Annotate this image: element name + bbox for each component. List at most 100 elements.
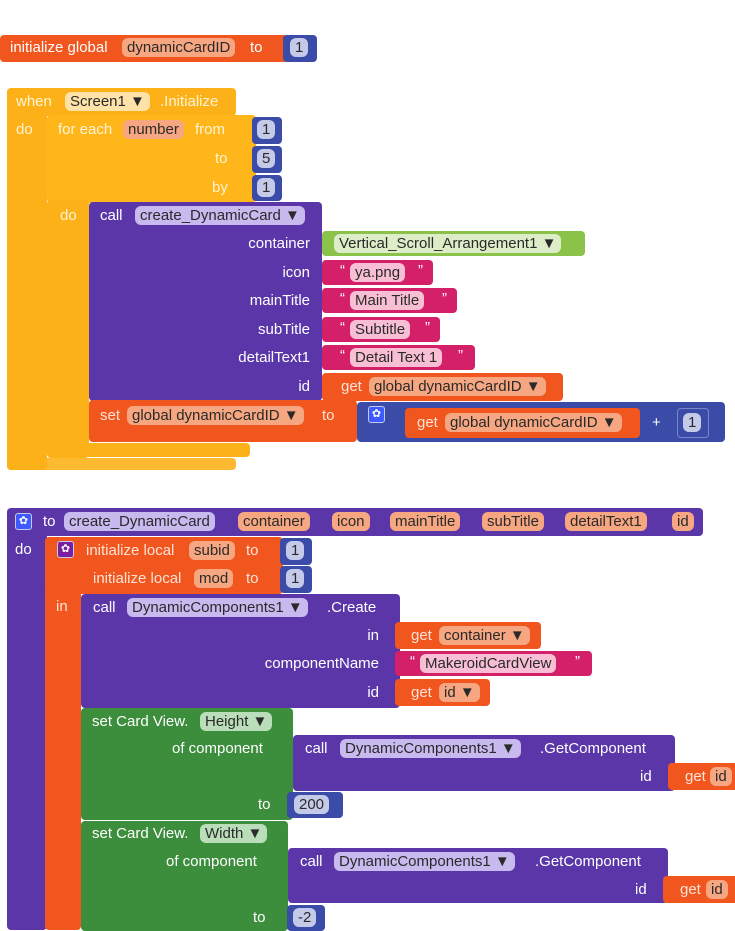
arg-label-maintitle: mainTitle [249, 292, 310, 309]
to-label: to [322, 407, 335, 424]
initialize-local-block[interactable] [45, 537, 283, 594]
to-label: to [43, 513, 56, 530]
variable-dropdown[interactable]: global dynamicCardID ▼ [369, 377, 546, 396]
quote-open: “ [340, 347, 345, 364]
init-local-label: initialize local [93, 570, 182, 587]
param-detailtext1[interactable]: detailText1 [565, 512, 647, 531]
for-each-footer [47, 443, 250, 457]
variable-dropdown[interactable]: id [710, 767, 732, 786]
number-field[interactable]: -2 [293, 908, 317, 927]
component-dropdown[interactable]: DynamicComponents1 ▼ [334, 852, 515, 871]
text-value[interactable]: ya.png [350, 263, 406, 282]
screen-dropdown[interactable]: Screen1 ▼ [65, 92, 150, 111]
quote-close: ” [458, 347, 463, 364]
procedure-name-field[interactable]: create_DynamicCard [64, 512, 215, 531]
param-icon[interactable]: icon [332, 512, 370, 531]
text-value[interactable]: MakeroidCardView [420, 654, 557, 673]
set-label: set Card View. [92, 713, 189, 730]
to-label: to [246, 542, 259, 559]
quote-open: “ [340, 290, 345, 307]
plus-operator: + [652, 414, 661, 431]
arg-label-componentname: componentName [264, 655, 379, 672]
method-label: .GetComponent [540, 740, 646, 757]
quote-close: ” [425, 319, 430, 336]
get-label: get [411, 684, 432, 701]
of-component-label: of component [166, 853, 257, 870]
number-field[interactable]: 200 [294, 795, 330, 814]
text-value[interactable]: Main Title [350, 291, 425, 310]
component-dropdown[interactable]: DynamicComponents1 ▼ [127, 598, 308, 617]
variable-dropdown[interactable]: id ▼ [439, 683, 480, 702]
to-label: to [253, 909, 266, 926]
by-number[interactable]: 1 [257, 178, 276, 197]
in-label: in [56, 598, 68, 615]
get-label: get [417, 414, 438, 431]
variable-dropdown[interactable]: global dynamicCardID ▼ [445, 413, 622, 432]
arg-label-subtitle: subTitle [258, 321, 310, 338]
arg-label-id: id [367, 684, 379, 701]
do-label: do [16, 121, 33, 138]
quote-open: “ [410, 653, 415, 670]
from-number[interactable]: 1 [257, 120, 276, 139]
method-label: .GetComponent [535, 853, 641, 870]
by-label: by [212, 179, 228, 196]
call-label: call [100, 207, 123, 224]
event-label: .Initialize [160, 93, 219, 110]
to-label: to [250, 39, 263, 56]
quote-close: ” [418, 262, 423, 279]
when-block-footer [7, 458, 236, 470]
number-field[interactable]: 1 [290, 38, 309, 57]
property-dropdown[interactable]: Height ▼ [200, 712, 273, 731]
do-label: do [15, 541, 32, 558]
call-create-dynamic-card-block[interactable] [89, 202, 322, 401]
procedure-dropdown[interactable]: create_DynamicCard ▼ [135, 206, 305, 225]
to-number[interactable]: 5 [257, 149, 276, 168]
init-local-label: initialize local [86, 542, 175, 559]
arg-label-id: id [635, 881, 647, 898]
of-component-label: of component [172, 740, 263, 757]
number-field[interactable]: 1 [683, 413, 702, 432]
text-value[interactable]: Subtitle [350, 320, 411, 339]
initialize-local-body [45, 590, 81, 930]
get-label: get [411, 627, 432, 644]
call-label: call [300, 853, 323, 870]
quote-open: “ [340, 319, 345, 336]
get-label: get [341, 378, 362, 395]
number-field[interactable]: 1 [286, 569, 305, 588]
when-label: when [16, 93, 52, 110]
method-label: .Create [327, 599, 377, 616]
local-name-field[interactable]: mod [194, 569, 234, 588]
loop-var-field[interactable]: number [123, 120, 184, 139]
gear-icon[interactable]: ✿ [57, 541, 74, 558]
get-label: get [680, 881, 701, 898]
quote-close: ” [575, 653, 580, 670]
global-name-field[interactable]: dynamicCardID [122, 38, 236, 57]
local-name-field[interactable]: subid [189, 541, 235, 560]
procedure-body [7, 530, 47, 930]
arg-label-icon: icon [282, 264, 310, 281]
for-each-body [47, 200, 89, 458]
component-dropdown[interactable]: DynamicComponents1 ▼ [340, 739, 521, 758]
param-subtitle[interactable]: subTitle [482, 512, 544, 531]
number-field[interactable]: 1 [286, 541, 305, 560]
do-label: do [60, 207, 77, 224]
arg-label-container: container [248, 235, 310, 252]
get-label: get [685, 768, 706, 785]
param-id[interactable]: id [672, 512, 694, 531]
from-label: from [195, 121, 225, 138]
variable-dropdown[interactable]: id [706, 880, 728, 899]
arg-label-in: in [367, 627, 379, 644]
text-value[interactable]: Detail Text 1 [350, 348, 443, 367]
gear-icon[interactable]: ✿ [368, 406, 385, 423]
variable-dropdown[interactable]: container ▼ [439, 626, 530, 645]
param-maintitle[interactable]: mainTitle [390, 512, 461, 531]
param-container[interactable]: container [238, 512, 310, 531]
component-dropdown[interactable]: Vertical_Scroll_Arrangement1 ▼ [334, 234, 562, 253]
property-dropdown[interactable]: Width ▼ [200, 824, 268, 843]
variable-dropdown[interactable]: global dynamicCardID ▼ [127, 406, 304, 425]
arg-label-detailtext1: detailText1 [238, 349, 310, 366]
to-label: to [215, 150, 228, 167]
call-label: call [93, 599, 116, 616]
set-label: set Card View. [92, 825, 189, 842]
gear-icon[interactable]: ✿ [15, 513, 32, 530]
